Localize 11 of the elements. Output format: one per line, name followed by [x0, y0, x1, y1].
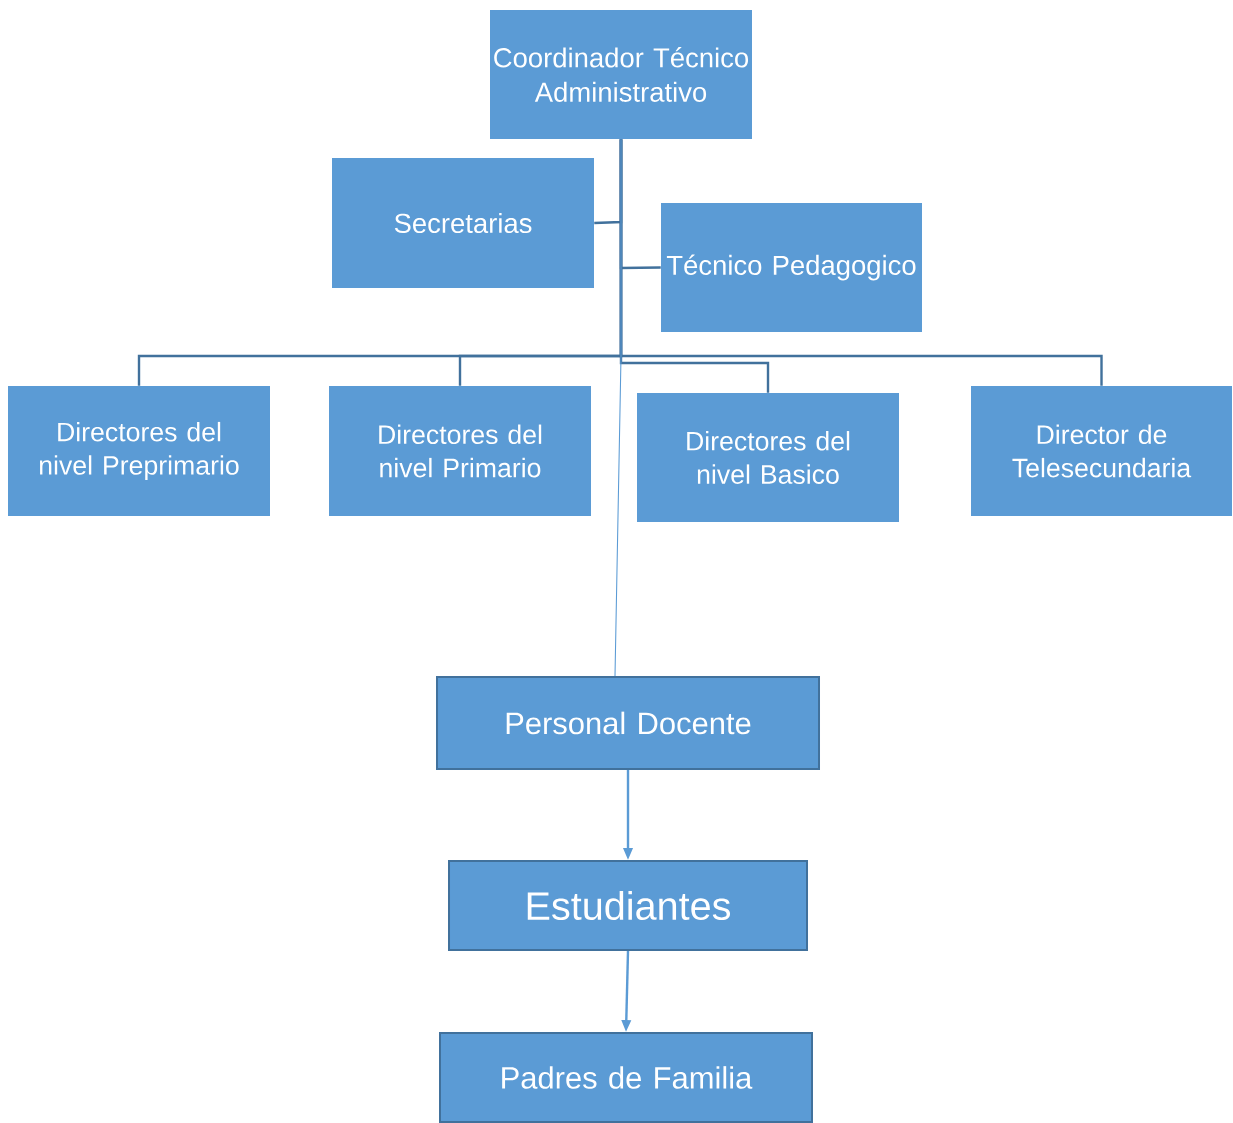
org-box: Directores del nivel Primario [329, 386, 591, 516]
org-box: Padres de Familia [439, 1032, 813, 1123]
org-box: Directores del nivel Basico [637, 393, 899, 522]
org-box: Coordinador Técnico Administrativo [490, 10, 752, 139]
org-box: Director de Telesecundaria [971, 386, 1232, 516]
org-box: Directores del nivel Preprimario [8, 386, 270, 516]
org-box: Secretarias [332, 158, 594, 288]
org-box: Técnico Pedagogico [661, 203, 922, 332]
org-box: Estudiantes [448, 860, 808, 951]
org-box: Personal Docente [436, 676, 820, 770]
connector-line [614, 138, 622, 677]
